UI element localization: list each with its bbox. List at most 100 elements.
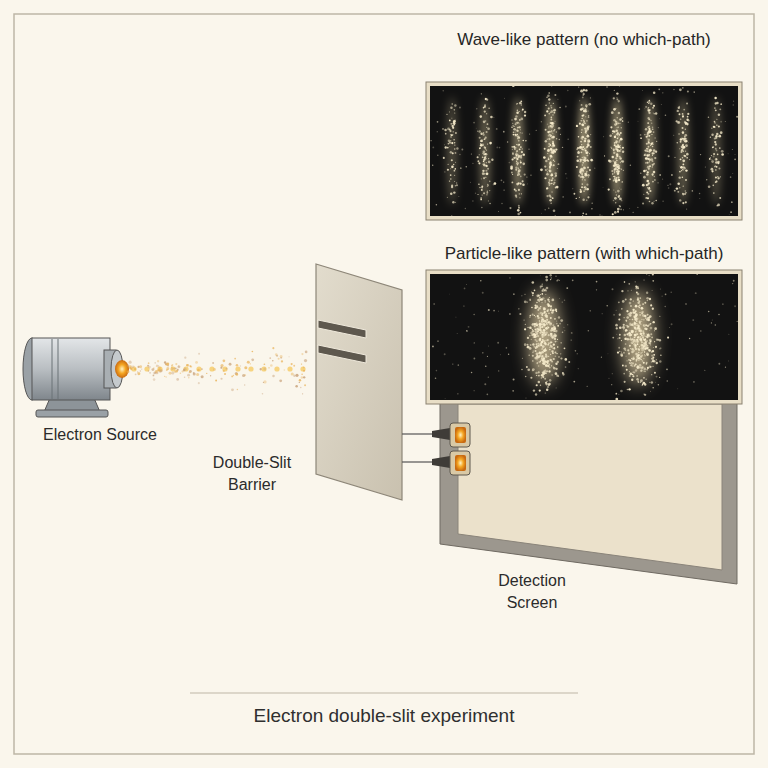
hit-dot	[547, 138, 548, 139]
hit-dot	[626, 369, 628, 371]
hit-dot	[555, 372, 558, 375]
hit-dot	[662, 178, 663, 179]
hit-dot	[537, 362, 538, 363]
hit-dot	[650, 144, 652, 146]
hit-dot	[541, 320, 542, 321]
hit-dot	[513, 146, 515, 148]
hit-dot	[581, 159, 582, 160]
hit-dot	[545, 313, 547, 315]
hit-dot	[705, 166, 706, 167]
hit-dot	[580, 190, 582, 192]
hit-dot	[673, 89, 674, 90]
hit-dot	[616, 97, 617, 98]
hit-dot	[650, 143, 652, 145]
electron-dot	[165, 376, 166, 377]
hit-dot	[715, 137, 717, 139]
hit-dot	[614, 176, 616, 178]
hit-dot	[719, 134, 721, 136]
hit-dot	[585, 150, 586, 151]
hit-dot	[732, 149, 733, 150]
double-slit-barrier	[316, 264, 402, 500]
hit-dot	[555, 175, 557, 177]
hit-dot	[551, 156, 553, 158]
hit-dot	[646, 334, 647, 335]
hit-dot	[546, 364, 548, 366]
hit-dot	[515, 167, 517, 169]
hit-dot	[613, 200, 615, 202]
electron-dot	[171, 371, 174, 374]
electron-dot	[151, 368, 154, 371]
hit-dot	[711, 128, 712, 129]
electron-dot	[299, 379, 301, 381]
hit-dot	[594, 168, 595, 169]
hit-dot	[641, 369, 642, 370]
electron-dot	[215, 380, 217, 382]
hit-dot	[733, 104, 734, 105]
hit-dot	[630, 298, 632, 300]
panel-mat	[426, 82, 742, 220]
hit-dot	[557, 98, 559, 100]
hit-dot	[718, 167, 720, 169]
hit-dot	[592, 203, 593, 204]
hit-dot	[517, 213, 520, 216]
hit-dot	[619, 134, 621, 136]
electron-dot	[288, 356, 289, 357]
electron-dot	[139, 365, 142, 368]
hit-dot	[469, 181, 471, 183]
electron-dot	[184, 376, 186, 378]
hit-dot	[674, 157, 675, 158]
hit-dot	[581, 104, 583, 106]
hit-dot	[643, 358, 644, 359]
electron-dot	[189, 370, 192, 373]
hit-dot	[640, 336, 642, 338]
hit-dot	[652, 128, 654, 130]
hit-dot	[655, 346, 657, 348]
hit-dot	[576, 166, 578, 168]
hit-dot	[454, 148, 456, 150]
hit-dot	[541, 345, 542, 346]
hit-dot	[616, 127, 617, 128]
hit-dot	[540, 312, 543, 315]
hit-dot	[683, 186, 684, 187]
hit-dot	[586, 120, 587, 121]
hit-dot	[541, 321, 542, 322]
hit-dot	[650, 145, 651, 146]
hit-dot	[451, 159, 453, 161]
hit-dot	[447, 164, 448, 165]
hit-dot	[448, 143, 449, 144]
hit-dot	[551, 135, 552, 136]
hit-dot	[548, 363, 550, 365]
hit-dot	[613, 150, 614, 151]
hit-dot	[637, 380, 639, 382]
hit-dot	[590, 134, 591, 135]
hit-dot	[484, 162, 486, 164]
hit-dot	[686, 123, 688, 125]
hit-dot	[646, 180, 649, 183]
hit-dot	[587, 155, 589, 157]
hit-dot	[655, 112, 657, 114]
hit-dot	[550, 341, 552, 343]
hit-dot	[526, 301, 527, 302]
hit-dot	[540, 306, 541, 307]
hit-dot	[493, 184, 494, 185]
hit-dot	[552, 347, 553, 348]
hit-dot	[614, 162, 616, 164]
hit-dot	[503, 97, 505, 99]
hit-dot	[688, 119, 690, 121]
hit-dot	[659, 174, 661, 176]
hit-dot	[585, 131, 587, 133]
electron-dot	[164, 376, 165, 377]
hit-dot	[678, 121, 680, 123]
hit-dot	[588, 110, 589, 111]
hit-dot	[488, 158, 489, 159]
hit-dot	[657, 182, 658, 183]
hit-dot	[450, 123, 452, 125]
hit-dot	[540, 360, 541, 361]
hit-dot	[649, 129, 651, 131]
hit-dot	[714, 97, 716, 99]
hit-dot	[546, 187, 548, 189]
hit-dot	[483, 159, 485, 161]
hit-dot	[548, 356, 549, 357]
hit-dot	[554, 352, 556, 354]
hit-dot	[533, 350, 534, 351]
